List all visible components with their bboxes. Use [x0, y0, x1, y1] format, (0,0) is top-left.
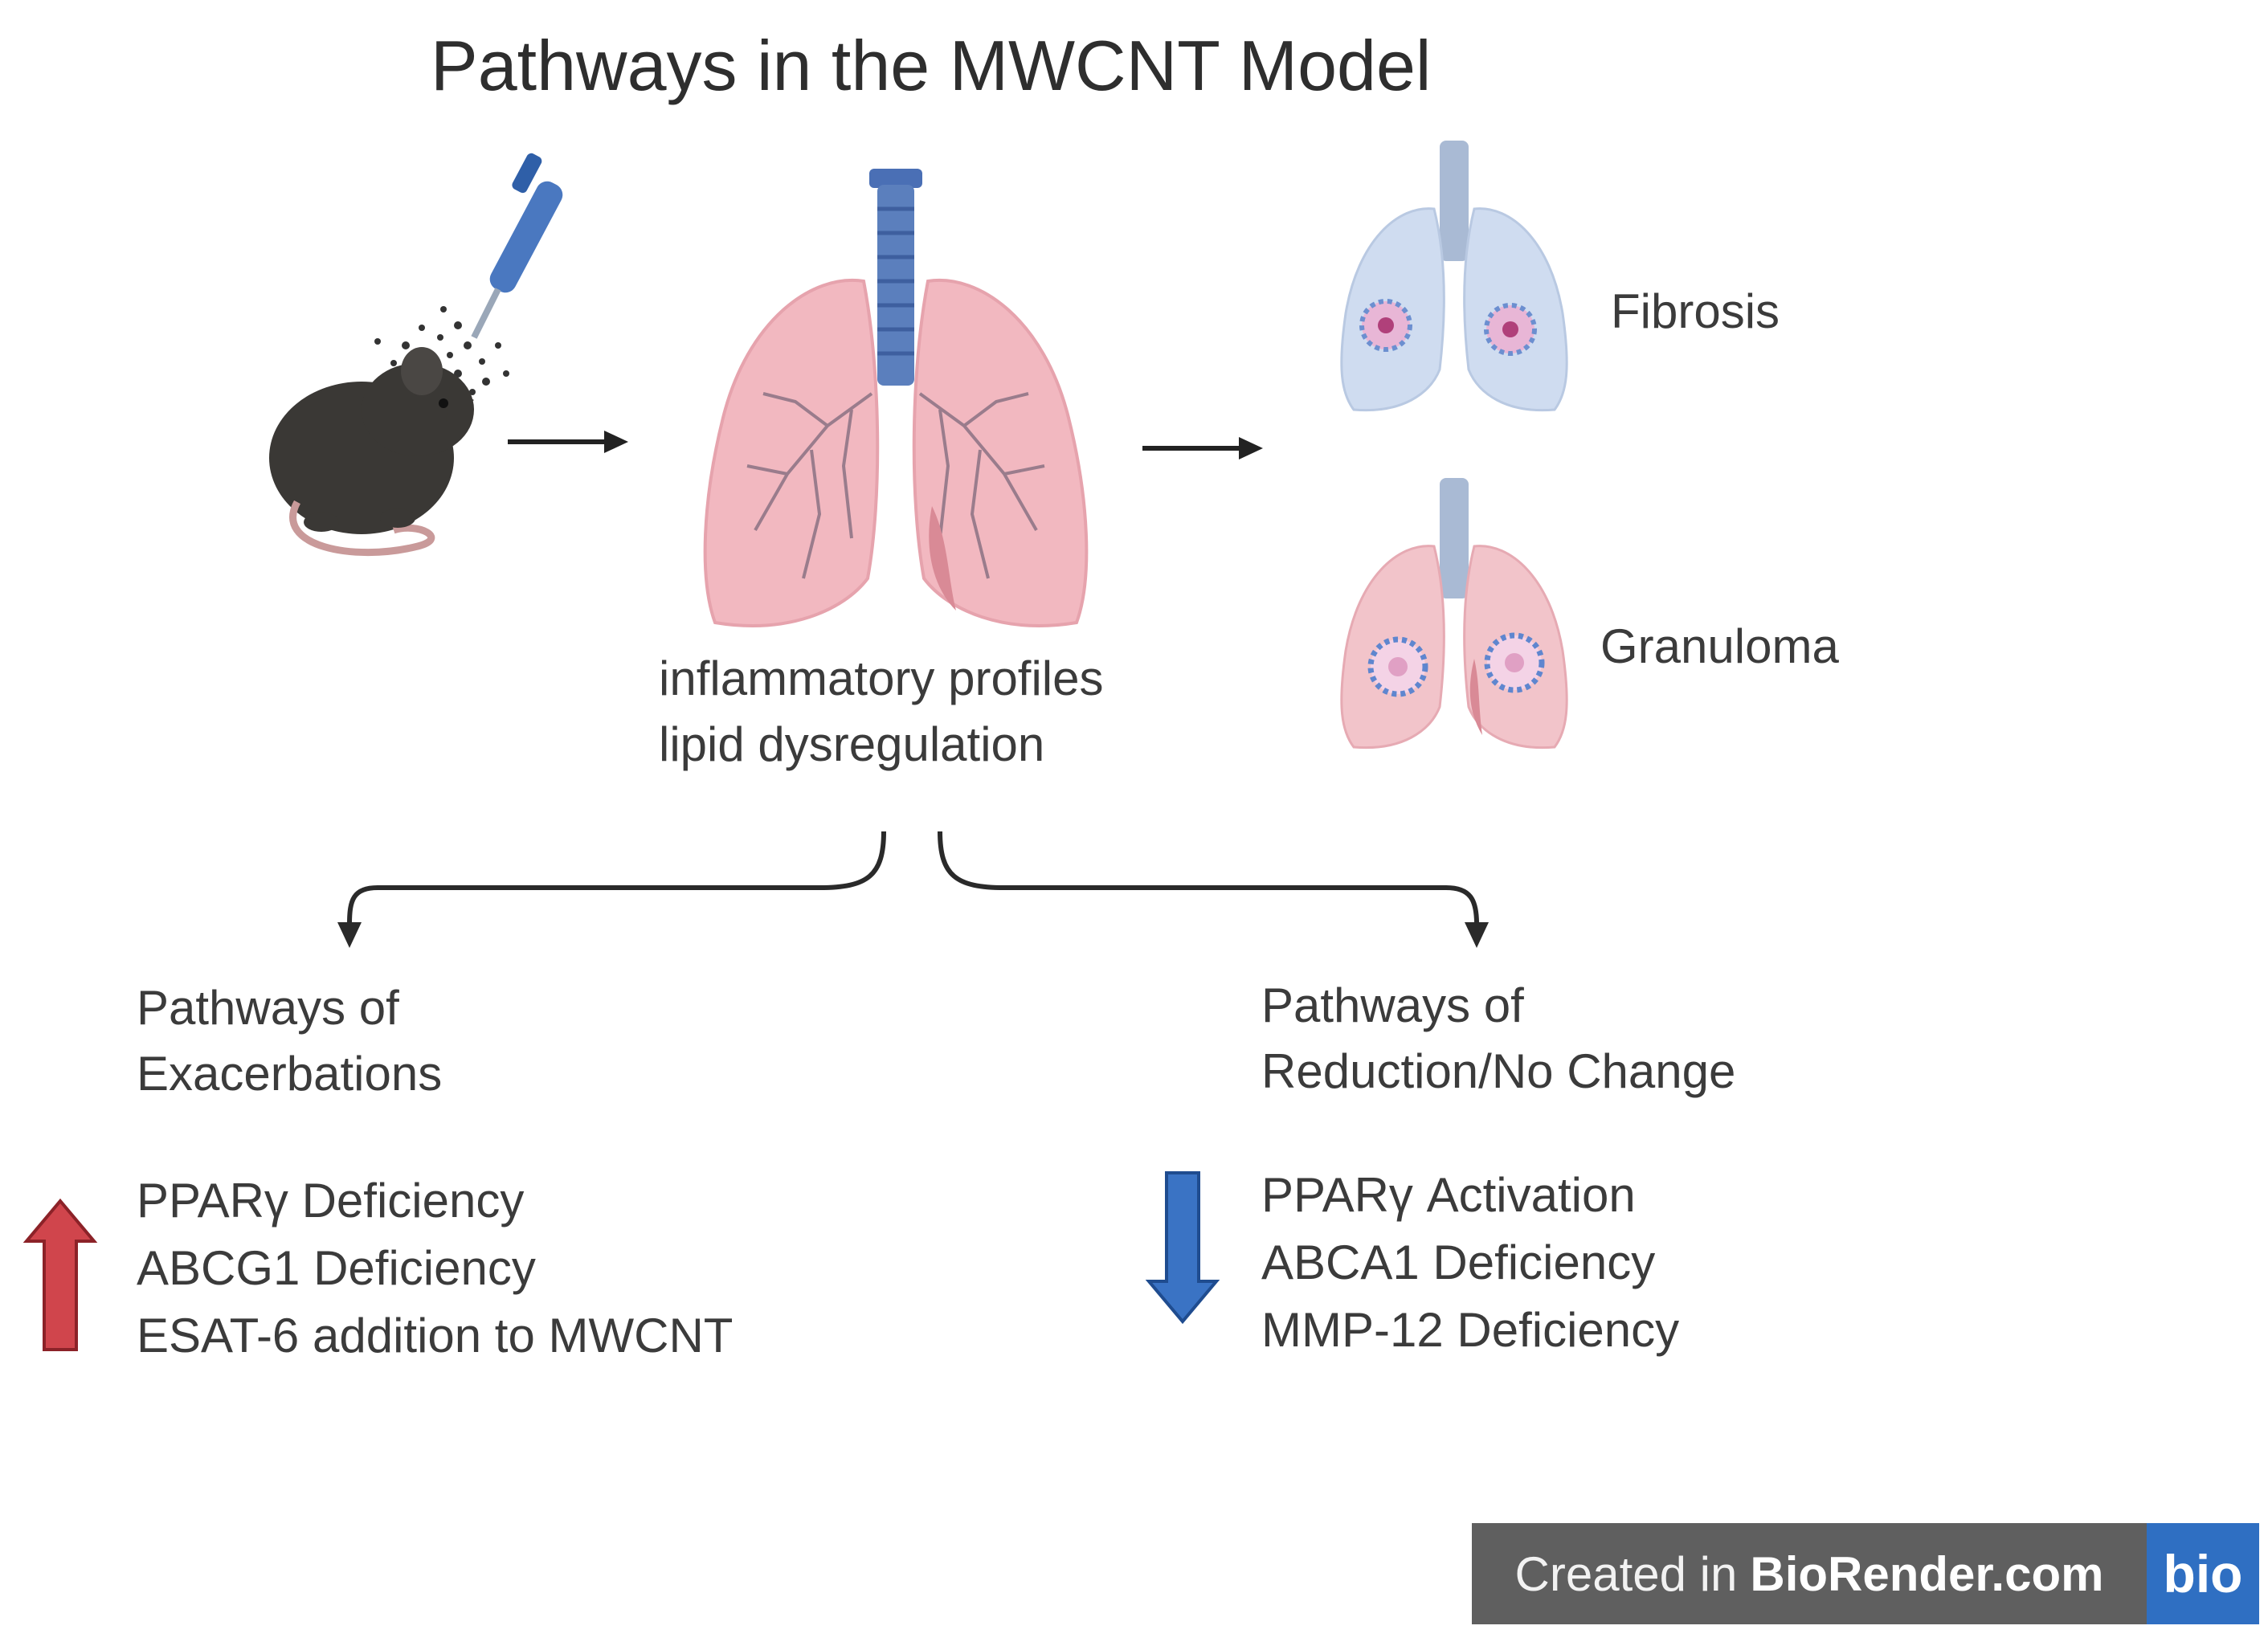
branch-left-arrow [337, 831, 886, 948]
up-arrow-icon [22, 1198, 98, 1351]
branch-right-arrow [938, 831, 1489, 948]
right-branch-heading: Pathways of Reduction/No Change [1261, 982, 1735, 1113]
arrow-right-1 [508, 431, 628, 453]
right-heading-line-2: Reduction/No Change [1261, 1044, 1736, 1098]
right-branch-items: PPARγ Activation ABCA1 Deficiency MMP-12… [1261, 1171, 1679, 1374]
badge-prefix: Created in [1514, 1546, 1738, 1601]
right-item-abca1-deficiency: ABCA1 Deficiency [1261, 1236, 1656, 1289]
outcome-fibrosis: Fibrosis [1611, 284, 1780, 338]
badge-brand: BioRender.com [1750, 1546, 2104, 1601]
diagram-title: Pathways in the MWCNT Model [431, 26, 1432, 105]
mouse-illustration [269, 153, 563, 557]
granuloma-lesion-icon [1367, 632, 1545, 697]
left-item-pparg-deficiency: PPARγ Deficiency [137, 1174, 525, 1227]
left-item-abcg1-deficiency: ABCG1 Deficiency [137, 1241, 536, 1295]
label-lipid-dysregulation: lipid dysregulation [659, 717, 1045, 771]
outcome-granuloma: Granuloma [1600, 619, 1839, 673]
branch-arrows [337, 831, 1489, 948]
label-inflammatory-profiles: inflammatory profiles [659, 651, 1104, 705]
right-item-mmp12-deficiency: MMP-12 Deficiency [1261, 1303, 1680, 1357]
left-branch-items: PPARγ Deficiency ABCG1 Deficiency ESAT-6… [137, 1177, 733, 1379]
down-arrow-icon [1145, 1171, 1220, 1325]
fibrosis-lungs-illustration [1340, 141, 1568, 412]
biorender-badge[interactable]: Created in BioRender.com bio [1472, 1523, 2259, 1624]
granuloma-lungs-illustration [1340, 478, 1568, 750]
right-heading-line-1: Pathways of [1261, 978, 1524, 1032]
fibrosis-lesion-icon [1359, 299, 1537, 356]
mouse-icon [269, 347, 474, 557]
center-labels: inflammatory profiles lipid dysregulatio… [659, 655, 1104, 786]
arrow-right-2 [1142, 437, 1263, 460]
right-item-pparg-activation: PPARγ Activation [1261, 1168, 1636, 1222]
pipette-icon [471, 153, 563, 339]
left-branch-heading: Pathways of Exacerbations [137, 984, 442, 1116]
right-lung-icon [912, 278, 1089, 627]
left-heading-line-1: Pathways of [137, 981, 399, 1035]
trachea-icon [869, 169, 922, 386]
left-heading-line-2: Exacerbations [137, 1047, 443, 1101]
badge-text: Created in BioRender.com [1472, 1523, 2147, 1624]
left-lung-icon [703, 278, 880, 627]
left-item-esat6-addition: ESAT-6 addition to MWCNT [137, 1309, 734, 1362]
biorender-logo-icon: bio [2147, 1523, 2259, 1624]
central-lungs-illustration [703, 169, 1089, 627]
